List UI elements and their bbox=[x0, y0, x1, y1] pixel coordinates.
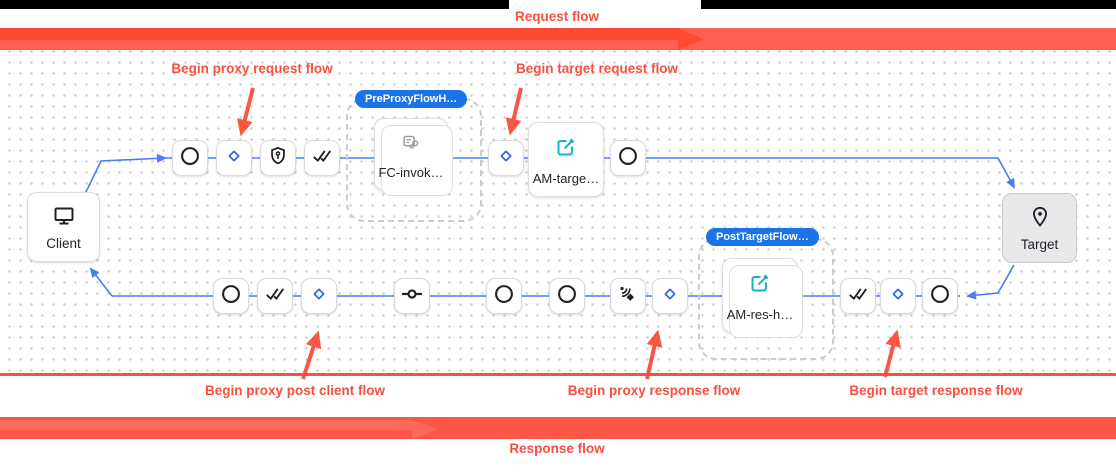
circle-icon bbox=[220, 283, 242, 310]
target-response-done-all-node[interactable] bbox=[840, 278, 876, 314]
security-policy-node[interactable] bbox=[260, 140, 296, 176]
canvas-bottom-border bbox=[0, 373, 1116, 376]
circle-icon bbox=[493, 283, 515, 310]
target-endpoint-node[interactable]: Target bbox=[1002, 193, 1077, 263]
request-flow-label: Request flow bbox=[514, 9, 599, 24]
shield-key-icon bbox=[267, 145, 289, 172]
policy-label: FC-invok… bbox=[378, 165, 444, 180]
response-circle-node[interactable] bbox=[549, 278, 585, 314]
annotation-begin-post-client: Begin proxy post client flow bbox=[204, 383, 385, 398]
request-flow-arrow-shape bbox=[0, 28, 704, 50]
diamond-icon bbox=[224, 146, 244, 171]
diamond-icon bbox=[660, 284, 680, 309]
circle-icon bbox=[179, 145, 201, 172]
response-flow-bar bbox=[0, 417, 1116, 439]
diamond-icon bbox=[888, 284, 908, 309]
circle-icon bbox=[617, 145, 639, 172]
double-check-icon bbox=[311, 145, 333, 172]
edit-square-icon bbox=[554, 135, 578, 164]
response-flow-label: Response flow bbox=[509, 441, 605, 456]
request-flow-bar bbox=[0, 28, 1116, 50]
response-start-circle-node[interactable] bbox=[922, 278, 958, 314]
post-client-condition-node[interactable] bbox=[301, 278, 337, 314]
response-circle-node[interactable] bbox=[486, 278, 522, 314]
assign-message-response-policy-card[interactable]: AM-res-h… bbox=[722, 258, 803, 338]
target-response-condition-node[interactable] bbox=[880, 278, 916, 314]
proxy-response-condition-node[interactable] bbox=[652, 278, 688, 314]
policy-label: AM-targe… bbox=[532, 171, 600, 186]
post-target-flow-hook-badge[interactable]: PostTargetFlow… bbox=[706, 228, 819, 246]
annotation-begin-target-response: Begin target response flow bbox=[849, 383, 1023, 398]
circle-icon bbox=[556, 283, 578, 310]
proxy-request-condition-node[interactable] bbox=[216, 140, 252, 176]
top-window-strip-gap bbox=[509, 0, 701, 9]
sensors-icon bbox=[617, 283, 639, 310]
client-label: Client bbox=[46, 235, 81, 251]
post-client-circle-node[interactable] bbox=[213, 278, 249, 314]
policy-label: AM-res-h… bbox=[726, 307, 794, 322]
sensors-step-node[interactable] bbox=[610, 278, 646, 314]
double-check-icon bbox=[847, 283, 869, 310]
location-pin-icon bbox=[1028, 205, 1052, 234]
annotation-begin-proxy-response: Begin proxy response flow bbox=[567, 383, 741, 398]
flow-canvas bbox=[0, 50, 1116, 373]
diamond-icon bbox=[496, 146, 516, 171]
flow-callout-policy-card[interactable]: FC-invok… bbox=[374, 118, 453, 196]
monitor-icon bbox=[51, 204, 77, 233]
edit-square-icon bbox=[748, 271, 772, 300]
request-done-all-node[interactable] bbox=[304, 140, 340, 176]
post-client-done-all-node[interactable] bbox=[257, 278, 293, 314]
target-request-condition-node[interactable] bbox=[488, 140, 524, 176]
annotation-begin-target-request: Begin target request flow bbox=[515, 61, 679, 76]
request-start-circle-node[interactable] bbox=[172, 140, 208, 176]
endpoint-transition-node[interactable] bbox=[394, 278, 430, 314]
pre-proxy-flow-hook-badge[interactable]: PreProxyFlowH… bbox=[355, 90, 468, 108]
double-check-icon bbox=[264, 283, 286, 310]
response-flow-arrow-shape bbox=[0, 420, 438, 439]
client-endpoint-node[interactable]: Client bbox=[27, 192, 100, 262]
assign-message-target-policy-card[interactable]: AM-targe… bbox=[528, 122, 604, 197]
request-end-circle-node[interactable] bbox=[610, 140, 646, 176]
annotation-begin-proxy-request: Begin proxy request flow bbox=[171, 61, 333, 76]
diamond-icon bbox=[309, 284, 329, 309]
target-label: Target bbox=[1020, 236, 1059, 252]
commit-icon bbox=[400, 282, 424, 311]
circle-icon bbox=[929, 283, 951, 310]
flow-callout-icon bbox=[400, 131, 422, 158]
